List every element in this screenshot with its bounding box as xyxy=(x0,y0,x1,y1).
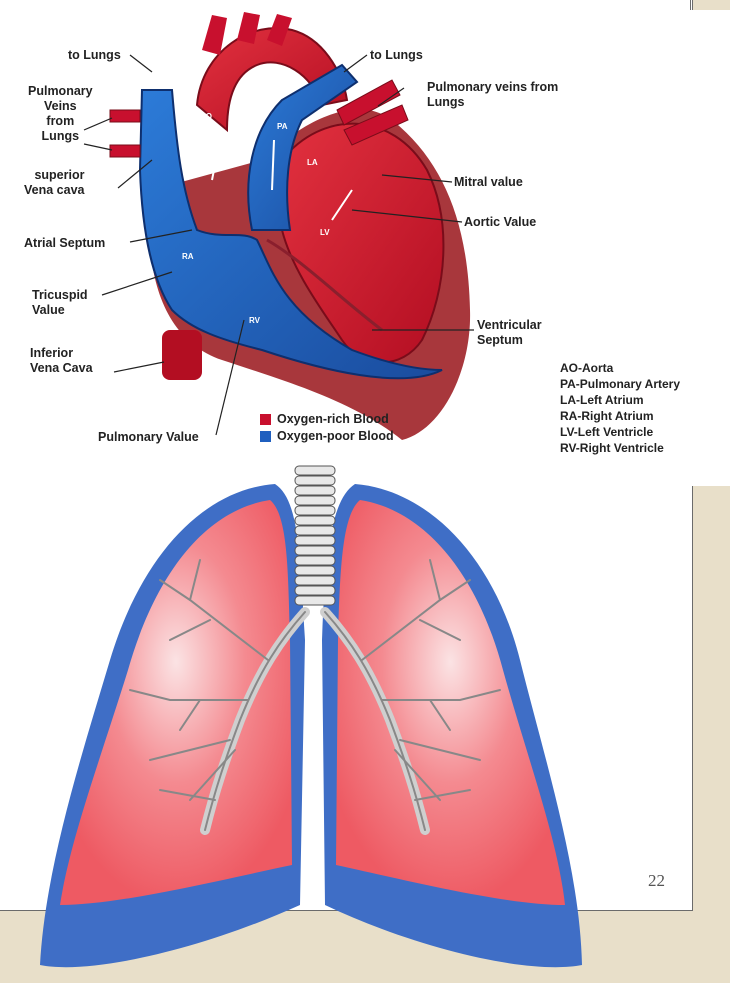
page-number: 22 xyxy=(648,871,665,891)
